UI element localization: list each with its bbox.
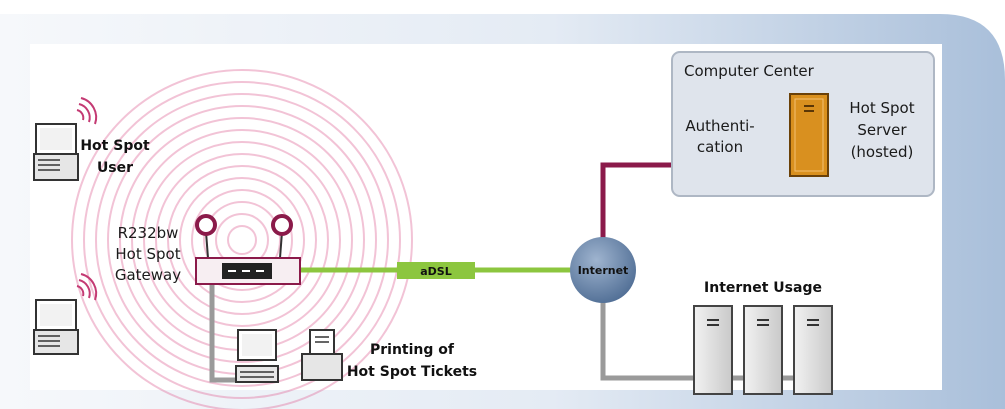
hotspot-user-line-1: Hot Spot bbox=[80, 138, 150, 154]
gateway-line-2: Hot Spot bbox=[115, 245, 180, 263]
printer-icon bbox=[301, 329, 343, 381]
computer-center-title: Computer Center bbox=[684, 62, 815, 80]
internet-usage-label: Internet Usage bbox=[704, 280, 822, 296]
authentication-line-2: cation bbox=[697, 138, 743, 156]
laptop-icon bbox=[33, 299, 79, 355]
wifi-signal-icon bbox=[76, 273, 98, 301]
internet-usage-server-icon bbox=[693, 305, 733, 395]
gateway-line-3: Gateway bbox=[115, 266, 181, 284]
router-icon bbox=[195, 214, 301, 285]
hotspot-server-line-2: Server bbox=[857, 121, 907, 139]
wifi-signal-icon bbox=[76, 97, 98, 125]
laptop-icon bbox=[33, 123, 79, 181]
gateway-line-1: R232bw bbox=[118, 224, 179, 242]
printing-line-1: Printing of bbox=[370, 342, 455, 358]
desktop-computer-icon bbox=[235, 329, 279, 383]
authentication-line-1: Authenti- bbox=[685, 117, 754, 135]
internet-usage-server-icon bbox=[793, 305, 833, 395]
adsl-badge bbox=[397, 262, 475, 279]
hotspot-server-line-1: Hot Spot bbox=[849, 99, 914, 117]
hotspot-server-line-3: (hosted) bbox=[851, 143, 914, 161]
hotspot-user-line-2: User bbox=[97, 160, 133, 176]
hotspot-server-icon bbox=[789, 93, 829, 177]
internet-usage-server-icon bbox=[743, 305, 783, 395]
adsl-label: aDSL bbox=[420, 265, 452, 278]
internet-node bbox=[570, 237, 636, 303]
internet-label: Internet bbox=[578, 264, 629, 277]
printing-line-2: Hot Spot Tickets bbox=[347, 364, 477, 380]
